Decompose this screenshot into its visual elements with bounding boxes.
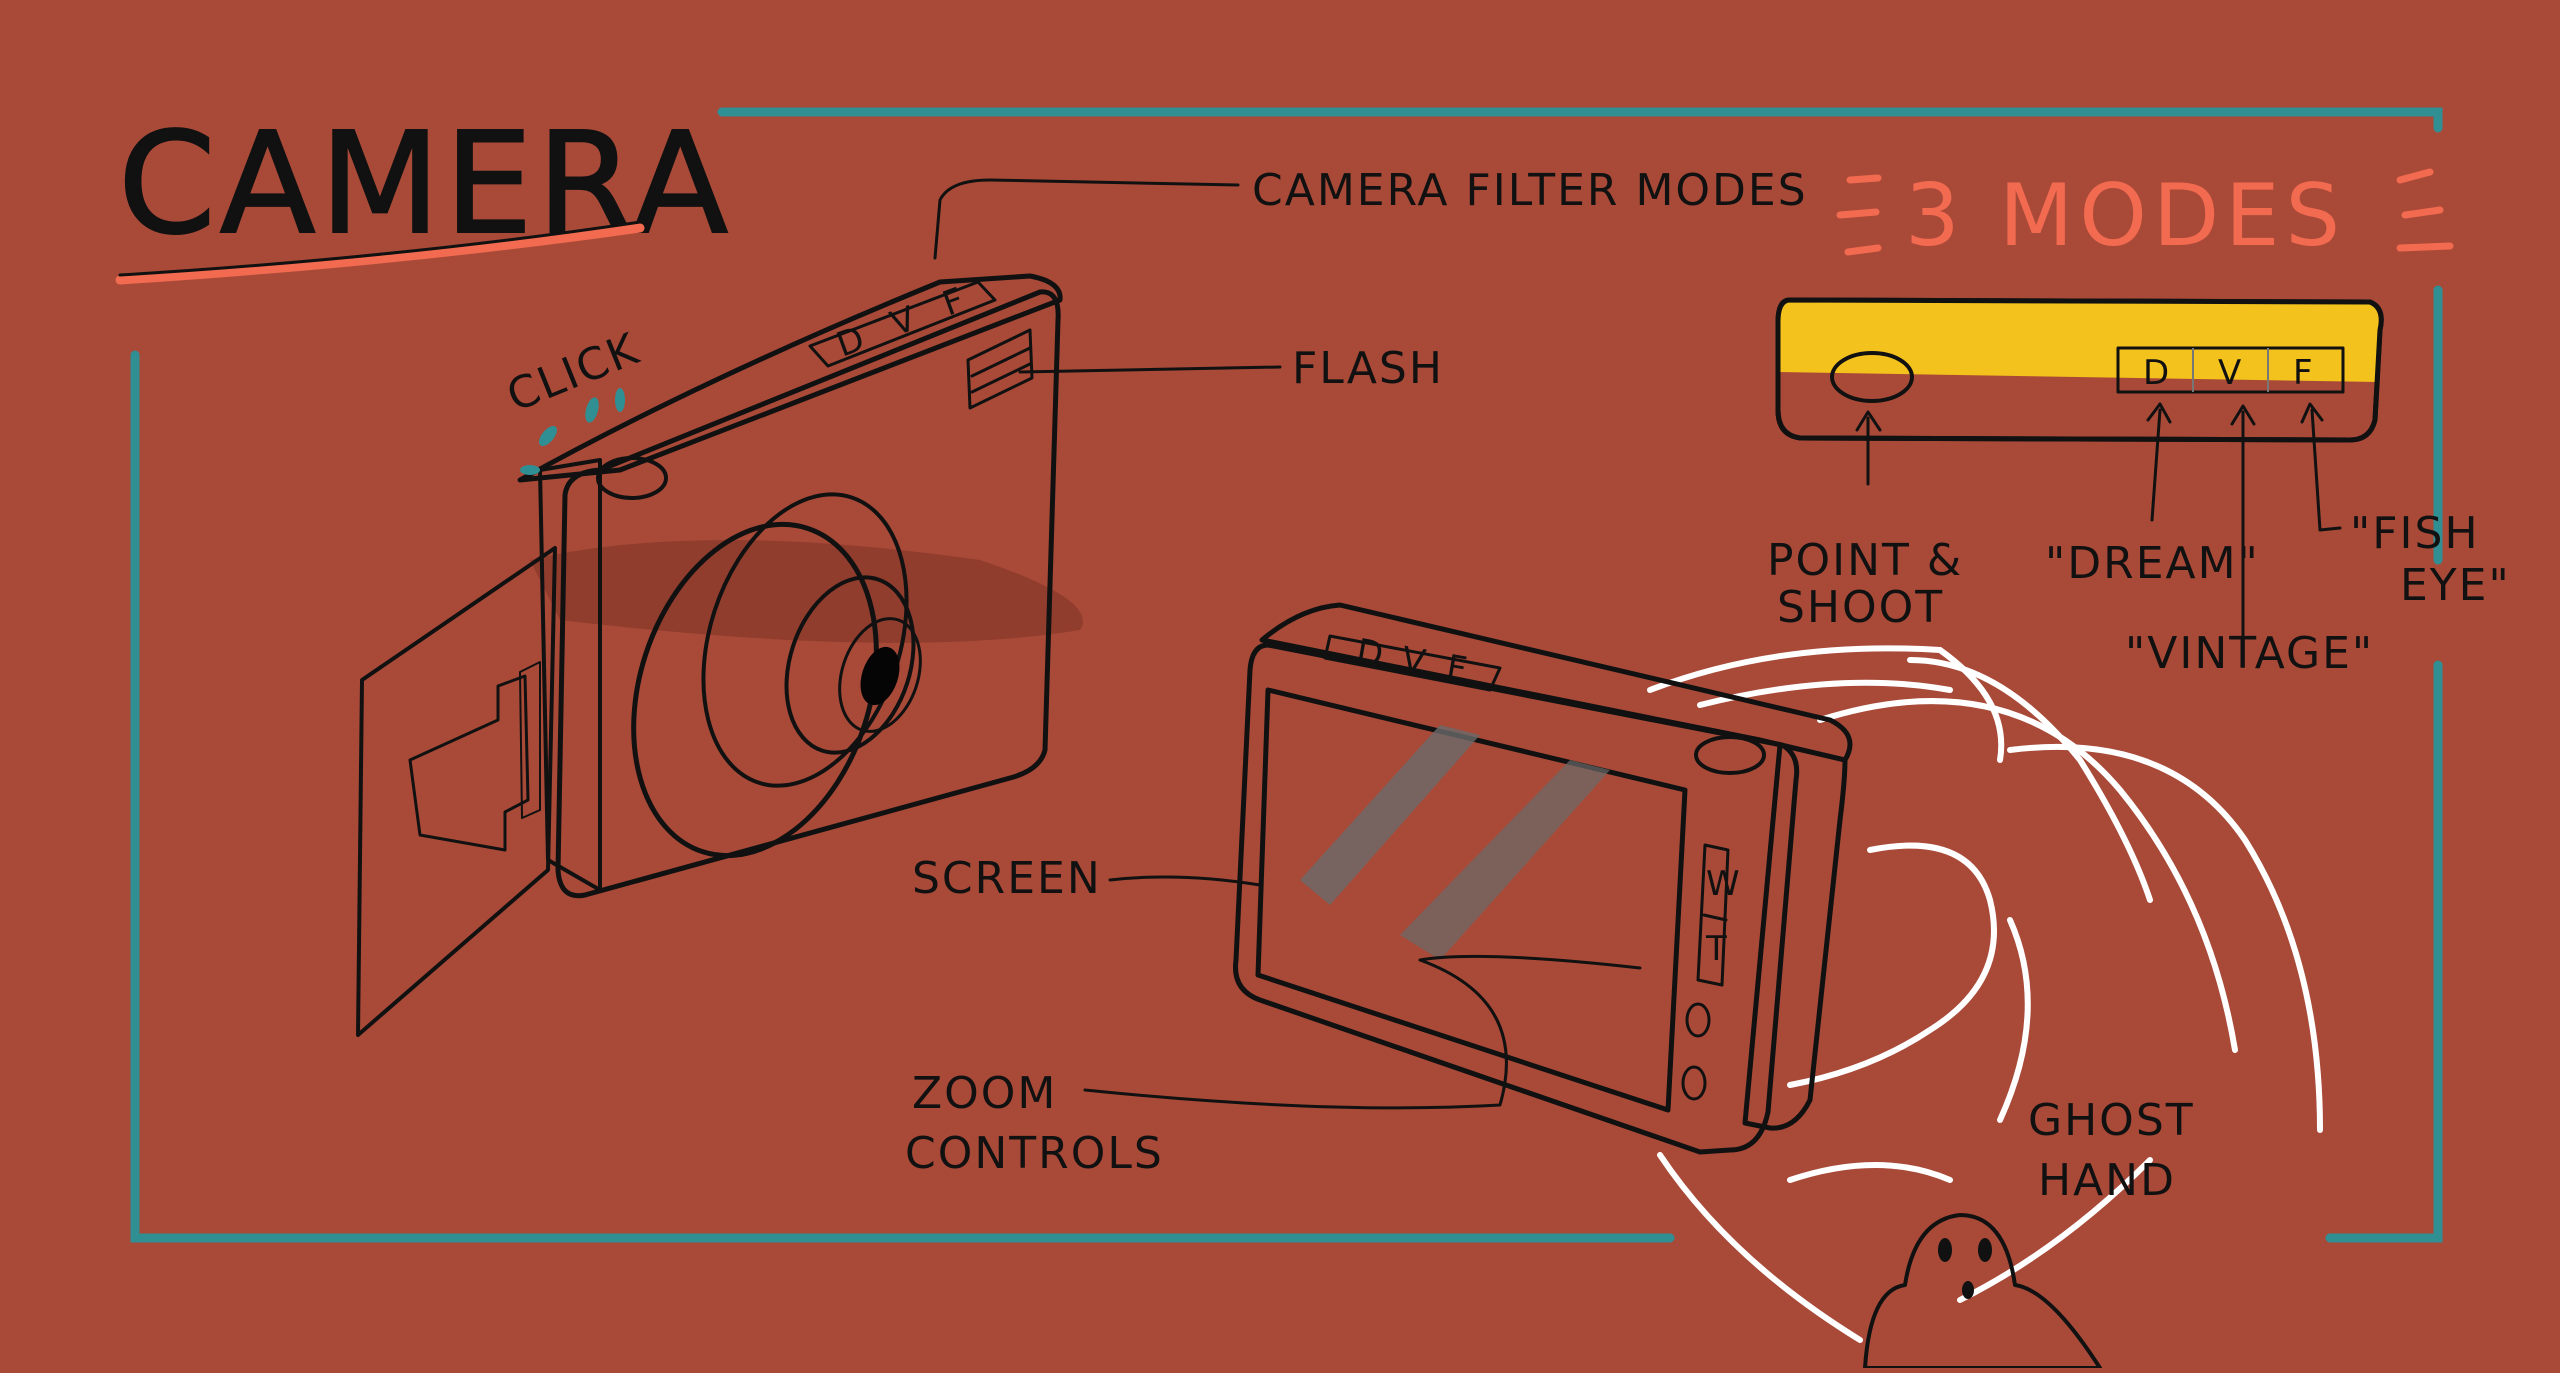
zoom-tele-label: T (1705, 929, 1727, 969)
modes-callout: 3 MODES (1836, 166, 2454, 266)
label-screen: SCREEN (912, 853, 1102, 904)
top-mode-f[interactable]: F (2293, 353, 2313, 393)
label-zoom: ZOOM (912, 1068, 1057, 1119)
label-vintage: "VINTAGE" (2125, 628, 2374, 679)
label-hand: HAND (2038, 1155, 2176, 1206)
label-controls: CONTROLS (905, 1128, 1164, 1179)
emphasis-dashes (1836, 168, 2454, 256)
flash (966, 328, 1034, 410)
label-camera-filter-modes: CAMERA FILTER MODES (1252, 165, 1808, 216)
top-mode-d[interactable]: D (2143, 353, 2169, 393)
ghost-icon (1863, 1213, 2102, 1370)
back-shutter-button (1694, 735, 1766, 775)
shutter-button (596, 456, 668, 500)
camera-back-side (1742, 742, 1848, 1131)
label-dream: "DREAM" (2045, 538, 2260, 589)
top-mode-v[interactable]: V (2218, 353, 2241, 393)
camera-top-view: D V F (1775, 297, 2384, 443)
label-ghost: GHOST (2028, 1095, 2195, 1146)
annotations: CAMERA FILTER MODES FLASH CLICK SCREEN Z… (500, 165, 2511, 1206)
label-shoot: SHOOT (1777, 582, 1944, 633)
label-fish: "FISH (2350, 508, 2480, 559)
label-eye: EYE" (2400, 560, 2511, 611)
top-shutter-button (1830, 351, 1914, 403)
mode-strip (808, 280, 997, 368)
label-click: CLICK (500, 323, 647, 422)
back-mode-strip (1323, 634, 1502, 692)
camera-top-panel (517, 273, 1063, 483)
camera-back-view: D V F W T (1233, 602, 2323, 1370)
leader-lines (933, 178, 2342, 1110)
camera-front-view: D V F (356, 273, 1083, 1037)
printed-photo (356, 546, 557, 1037)
ghost-hand (1647, 645, 2323, 1343)
lens (631, 492, 922, 859)
zoom-controls: W T (1681, 843, 1740, 1101)
label-flash: FLASH (1292, 343, 1444, 394)
modes-callout-text: 3 MODES (1905, 166, 2346, 266)
teal-frame (130, 107, 2443, 1243)
camera-back-top (1259, 602, 1853, 763)
title-group: CAMERA (115, 102, 732, 285)
camera-back-panel (1233, 642, 1800, 1155)
zoom-wide-label: W (1706, 864, 1740, 904)
screen (1255, 687, 1688, 1113)
click-marks (520, 388, 625, 475)
camera-front-panel (555, 289, 1061, 899)
top-mode-strip (2116, 346, 2345, 394)
page-title: CAMERA (118, 103, 732, 266)
label-point-and: POINT & (1767, 535, 1963, 586)
